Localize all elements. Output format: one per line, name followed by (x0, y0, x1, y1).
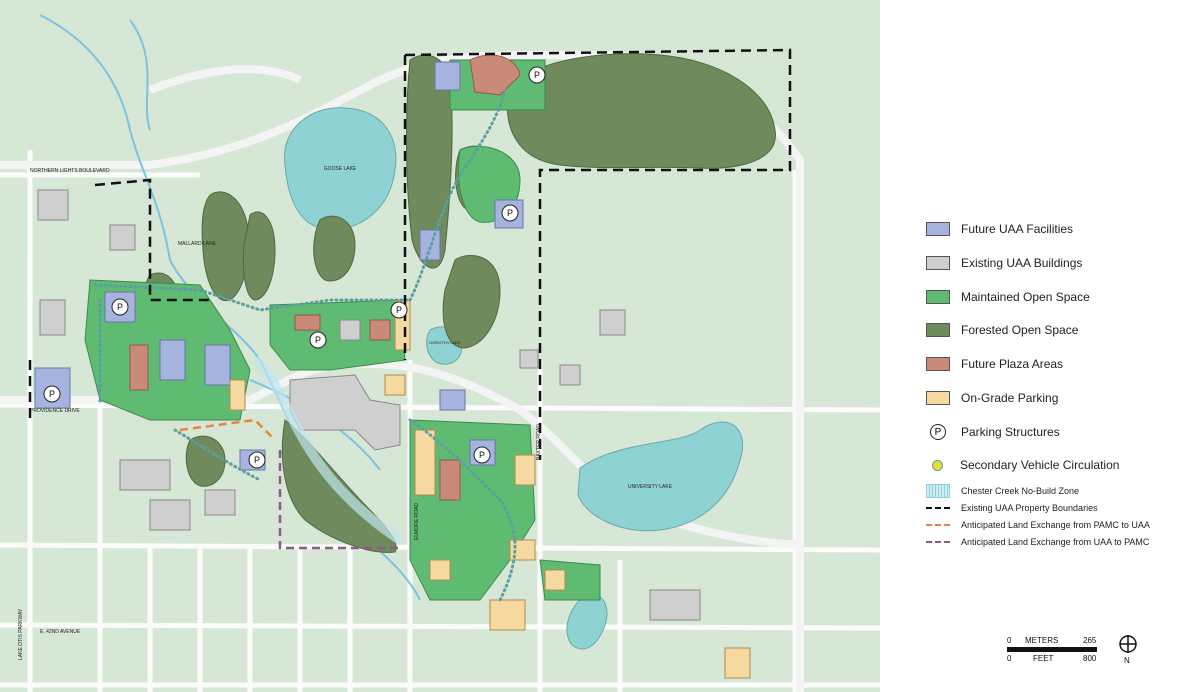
parking-structure-icon (111, 298, 129, 316)
goose-lake-label: GOOSE LAKE (324, 166, 357, 172)
svg-text:P: P (254, 455, 260, 465)
svg-text:P: P (117, 302, 123, 312)
property-boundaries (28, 48, 792, 460)
future-plaza-areas (129, 54, 521, 501)
land-exchange-pamc-to-uaa (179, 418, 276, 441)
north-label: N (1124, 656, 1130, 665)
legend-item-parking-structures: P Parking Structures (926, 421, 1060, 443)
parking-structure-icon (528, 66, 546, 84)
parking-structure-icon (43, 385, 61, 403)
scale-meters-value: 265 (1083, 636, 1097, 645)
legend-line (926, 524, 950, 526)
legend-line (926, 541, 950, 543)
legend-swatch (926, 222, 950, 236)
legend-swatch (926, 391, 950, 405)
legend-item-property-boundaries: Existing UAA Property Boundaries (926, 497, 1098, 519)
legend-item-exchange-pamc-to-uaa: Anticipated Land Exchange from PAMC to U… (926, 514, 1150, 536)
lake-otis-label: LAKE OTIS PARKWAY (18, 608, 24, 660)
north-arrow-icon (1119, 635, 1137, 653)
south-lake (566, 594, 608, 650)
scale-feet-label: FEET (1033, 654, 1054, 663)
baxter-label: BAXTER ROAD (536, 424, 542, 460)
legend-item-no-build-zone: Chester Creek No-Build Zone (926, 480, 1079, 502)
svg-text:P: P (315, 335, 321, 345)
legend-item-future-plaza-areas: Future Plaza Areas (926, 353, 1063, 375)
mallard-label: MALLARD LANE (178, 241, 217, 247)
existing-buildings (37, 189, 701, 621)
legend-item-on-grade-parking: On-Grade Parking (926, 387, 1058, 409)
on-grade-parking (229, 299, 751, 679)
small-lake-label: DOROTHY LAKE (429, 340, 461, 345)
university-lake-label: UNIVERSITY LAKE (628, 484, 673, 490)
scale-feet-value: 800 (1083, 654, 1097, 663)
legend-item-future-facilities: Future UAA Facilities (926, 218, 1073, 240)
legend-swatch (926, 256, 950, 270)
parking-structure-symbols (43, 66, 546, 469)
providence-label: PROVIDENCE DRIVE (30, 408, 80, 414)
campus-master-plan-map: P P P P P P P P NORTHERN LIGHTS BOULEVAR… (0, 0, 880, 692)
svg-text:P: P (534, 70, 540, 80)
scale-bar: 0 METERS 265 0 FEET 800 N (1005, 635, 1155, 686)
university-lake (577, 421, 744, 532)
parking-structure-icon (501, 204, 519, 222)
circulation-dot-icon (932, 459, 943, 471)
e-42nd-label: E. 42ND AVENUE (40, 629, 81, 635)
no-build-zone (251, 356, 403, 545)
scale-zero: 0 (1007, 636, 1012, 645)
parking-symbol-icon: P (930, 424, 946, 440)
secondary-circulation (93, 88, 517, 602)
northern-lights-label: NORTHERN LIGHTS BOULEVARD (30, 168, 110, 174)
scale-meters-label: METERS (1025, 636, 1059, 645)
legend-line (926, 507, 950, 509)
legend-item-forested-open-space: Forested Open Space (926, 319, 1078, 341)
elmore-label: ELMORE ROAD (414, 503, 420, 540)
legend-swatch (926, 484, 950, 498)
legend-swatch (926, 357, 950, 371)
parking-structure-icon (248, 451, 266, 469)
parking-structure-icon (473, 446, 491, 464)
legend-swatch (926, 323, 950, 337)
legend-item-exchange-uaa-to-pamc: Anticipated Land Exchange from UAA to PA… (926, 531, 1149, 553)
legend-item-existing-buildings: Existing UAA Buildings (926, 252, 1082, 274)
land-exchange-uaa-to-pamc (278, 450, 400, 550)
scale-bar-line (1007, 647, 1097, 652)
svg-text:P: P (49, 389, 55, 399)
goose-lake (283, 107, 397, 231)
svg-text:P: P (479, 450, 485, 460)
svg-text:P: P (396, 305, 402, 315)
parking-structure-icon (309, 331, 327, 349)
legend-item-secondary-circulation: Secondary Vehicle Circulation (926, 454, 1119, 476)
scale-zero-feet: 0 (1007, 654, 1012, 663)
svg-text:P: P (507, 208, 513, 218)
parking-structure-icon (390, 301, 408, 319)
legend-swatch (926, 290, 950, 304)
legend-item-maintained-open-space: Maintained Open Space (926, 286, 1090, 308)
